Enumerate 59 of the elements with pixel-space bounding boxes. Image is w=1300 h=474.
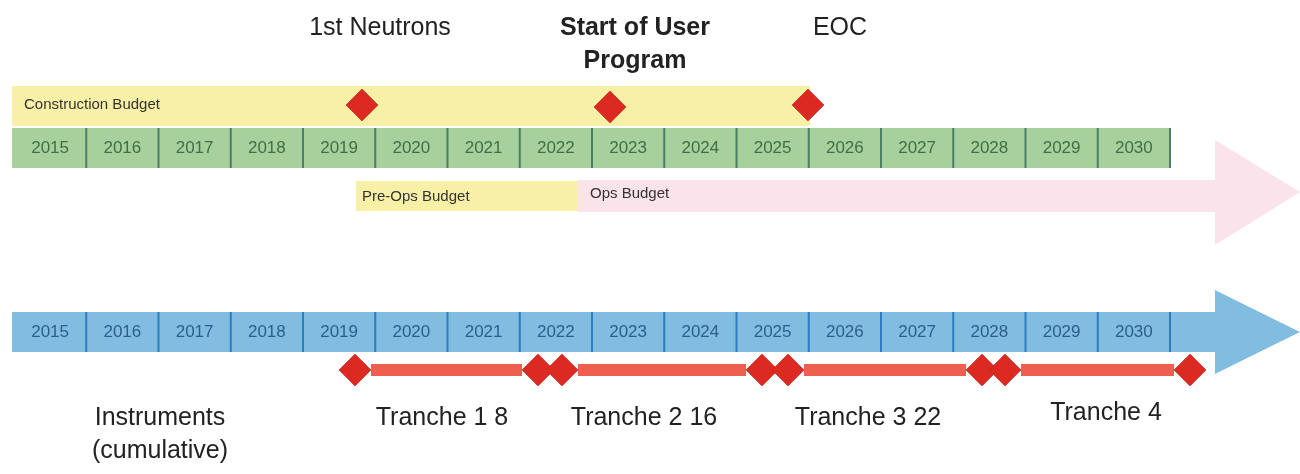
tranche-label: Tranche 1 8 (374, 401, 510, 432)
timeline-bar (578, 364, 746, 376)
diamond-marker (594, 91, 626, 123)
timeline-bar (804, 364, 966, 376)
year-label: 2020 (391, 137, 432, 159)
year-label: 2019 (319, 321, 360, 343)
year-label: 2026 (824, 321, 865, 343)
diamond-marker (339, 354, 371, 386)
year-label: 2016 (102, 137, 143, 159)
year-label: 2026 (824, 137, 865, 159)
diamond-marker (346, 89, 378, 121)
diamond-marker (1174, 354, 1206, 386)
year-label: 2016 (102, 321, 143, 343)
year-label: 2021 (463, 321, 504, 343)
tranche-label: Tranche 3 22 (793, 401, 943, 432)
year-label: 2029 (1041, 321, 1082, 343)
row-title: Instruments (cumulative) (90, 401, 230, 465)
year-label: 2017 (174, 321, 215, 343)
year-label: 2029 (1041, 137, 1082, 159)
diamond-marker (546, 354, 578, 386)
year-label: 2022 (535, 321, 576, 343)
year-label: 2027 (897, 321, 938, 343)
year-label: 2017 (174, 137, 215, 159)
year-label: 2030 (1113, 321, 1154, 343)
year-label: 2015 (30, 321, 71, 343)
year-label: 2023 (608, 321, 649, 343)
year-label: 2019 (319, 137, 360, 159)
year-label: 2024 (680, 321, 721, 343)
budget-band (12, 86, 810, 126)
year-label: 2028 (969, 321, 1010, 343)
tranche-label: Tranche 4 (1049, 396, 1163, 427)
diamond-marker (792, 89, 824, 121)
year-label: 2024 (680, 137, 721, 159)
year-label: 2030 (1113, 137, 1154, 159)
diamond-marker (746, 354, 778, 386)
budget-label: Construction Budget (24, 95, 160, 112)
year-label: 2018 (246, 321, 287, 343)
diamond-marker (989, 354, 1021, 386)
year-label: 2021 (463, 137, 504, 159)
tranche-label: Tranche 2 16 (569, 401, 719, 432)
year-label: 2020 (391, 321, 432, 343)
budget-label: Pre-Ops Budget (362, 187, 470, 204)
year-label: 2023 (608, 137, 649, 159)
timeline-bar (371, 364, 522, 376)
budget-band (356, 181, 578, 211)
year-label: 2027 (897, 137, 938, 159)
year-label: 2015 (30, 137, 71, 159)
budget-label: Ops Budget (590, 184, 670, 201)
milestone-label: EOC (811, 11, 869, 42)
milestone-label: Start of User Program (558, 11, 711, 75)
budget-arrow (578, 140, 1300, 245)
year-label: 2022 (535, 137, 576, 159)
timeline-bar (1021, 364, 1174, 376)
diamond-marker (772, 354, 804, 386)
year-label: 2028 (969, 137, 1010, 159)
year-label: 2025 (752, 137, 793, 159)
year-label: 2018 (246, 137, 287, 159)
year-label: 2025 (752, 321, 793, 343)
milestone-label: 1st Neutrons (308, 11, 452, 42)
